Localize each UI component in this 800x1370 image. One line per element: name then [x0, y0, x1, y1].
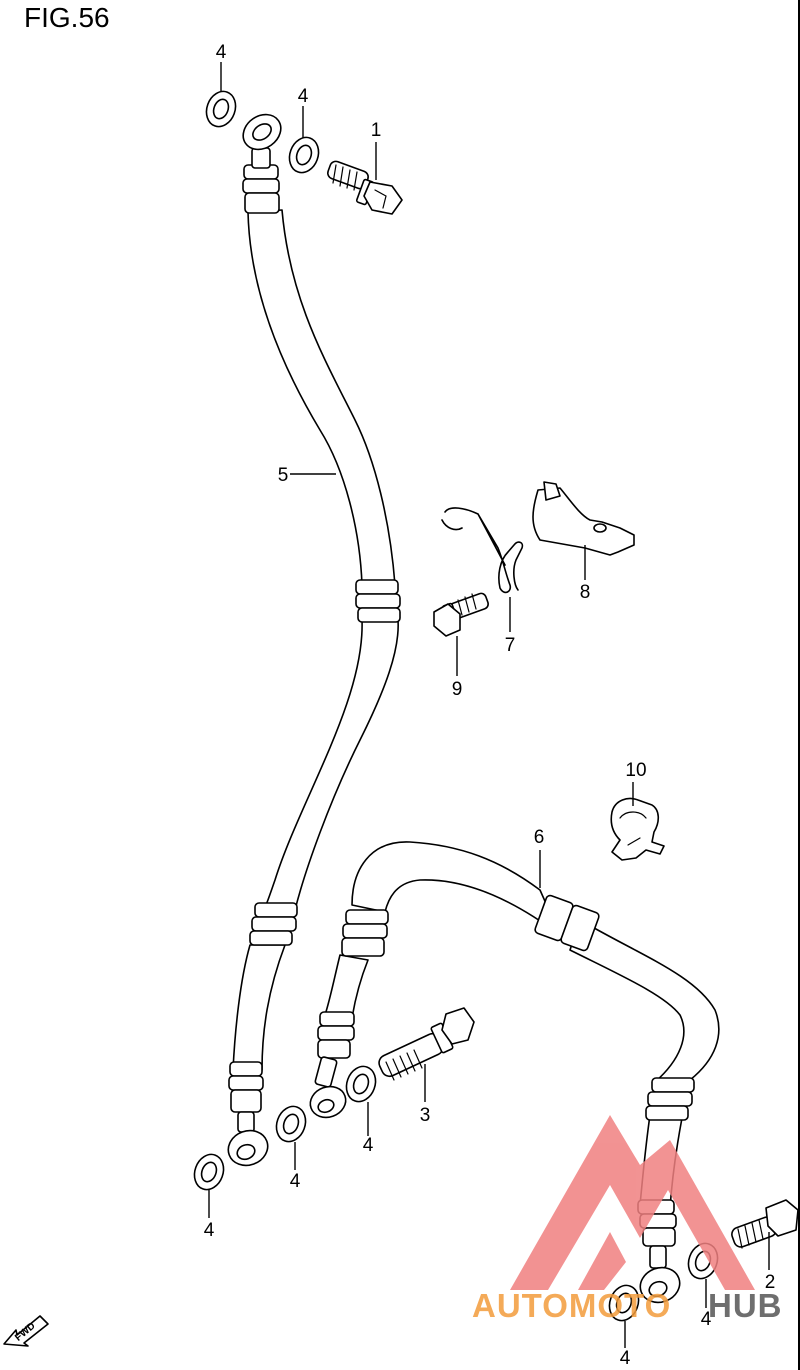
- union-bolt-2: [731, 1199, 799, 1249]
- fwd-arrow-icon: FWD: [3, 1315, 49, 1347]
- callout-washer-lower-left: 4: [204, 1220, 215, 1241]
- figure-title: FIG.56: [24, 2, 110, 33]
- bolt-9: [433, 592, 489, 637]
- watermark-logo: AUTOMOTO HUB: [472, 1115, 783, 1324]
- callout-washer-lower-mid: 4: [290, 1171, 301, 1192]
- callout-hose-5: 5: [278, 465, 289, 486]
- callout-washer-lower-right: 4: [701, 1309, 712, 1330]
- bracket-8: [532, 481, 635, 556]
- clamp-10: [610, 797, 665, 861]
- callout-bolt-3: 3: [420, 1105, 431, 1126]
- callout-bolt-9: 9: [452, 679, 463, 700]
- callout-bolt-1: 1: [371, 120, 382, 141]
- callout-bolt-2: 2: [765, 1272, 776, 1293]
- leader-lines: [208, 62, 770, 1348]
- callout-washer-mid: 4: [363, 1135, 374, 1156]
- callout-hose-6: 6: [534, 827, 545, 848]
- callout-clamp-10: 10: [625, 760, 646, 781]
- callout-washer-bottom: 4: [620, 1348, 631, 1369]
- clip-7: [441, 507, 524, 594]
- callout-washer-top-left: 4: [216, 42, 227, 63]
- union-bolt-3: [378, 1007, 475, 1081]
- callout-clip-7: 7: [505, 635, 516, 656]
- brake-hose-5: [227, 113, 401, 1167]
- washers: [193, 90, 719, 1322]
- callout-washer-top-right: 4: [298, 86, 309, 107]
- watermark-text-secondary: HUB: [708, 1287, 783, 1324]
- union-bolt-1: [327, 160, 403, 215]
- watermark-text-primary: AUTOMOTO: [472, 1287, 671, 1324]
- callout-bracket-8: 8: [580, 582, 591, 603]
- brake-hose-6: [309, 841, 720, 1304]
